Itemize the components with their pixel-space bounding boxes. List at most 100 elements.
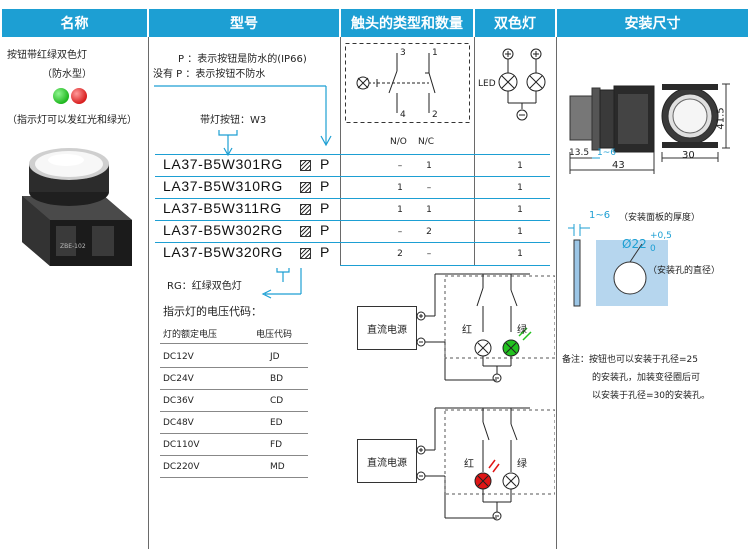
hole-desc: （安装孔的直径） (648, 266, 721, 276)
panel-drawing (568, 224, 668, 307)
model-suffix: P (320, 200, 330, 216)
hatch-icon (300, 182, 311, 193)
lamp-diagram: LED (478, 48, 546, 121)
product-note: （指示灯可以发红光和绿光） (7, 115, 137, 126)
model-suffix: P (320, 244, 330, 260)
header-contacts: 触头的类型和数量 (341, 9, 473, 37)
voltage-rating: DC24V (163, 374, 194, 384)
terminal-3: 3 (400, 48, 406, 58)
voltage-code: CD (270, 396, 284, 406)
model-lamp-value: 1 (517, 183, 523, 193)
panel-thickness-range: 1~6 (589, 210, 611, 221)
voltage-table-header: 电压代码 (256, 330, 293, 340)
column-divider (148, 37, 149, 549)
header-model: 型号 (149, 9, 339, 37)
table-line (160, 477, 308, 478)
model-lamp-value: 1 (517, 161, 523, 171)
voltage-code: MD (270, 462, 285, 472)
red-led-icon (71, 88, 87, 104)
rg-bracket (261, 268, 302, 299)
dim-13-5: 13.5 (569, 148, 590, 158)
terminal-4: 4 (400, 110, 406, 120)
hole-diameter: Ø22 (622, 237, 647, 251)
column-divider (340, 37, 341, 265)
power-box-1: 直流电源 (357, 306, 417, 350)
voltage-title: 指示灯的电压代码： (163, 305, 262, 318)
column-divider (474, 37, 475, 265)
dim-1-6: 1~6 (597, 148, 616, 158)
hatch-icon (300, 248, 311, 259)
remark-line-2: 的安装孔，加装变径圈后可 (592, 373, 701, 383)
terminal-2: 2 (432, 110, 438, 120)
w3-bracket (218, 130, 238, 157)
red-label-1: 红 (462, 325, 472, 336)
led-label: LED (478, 79, 496, 89)
voltage-code: FD (270, 440, 283, 450)
dim-30: 30 (682, 150, 695, 161)
column-divider (556, 37, 557, 549)
p-arrow (154, 85, 332, 147)
row-divider (155, 198, 550, 199)
model-suffix: P (320, 222, 330, 238)
model-nc-value: – (426, 249, 432, 259)
contact-diagram: 3 1 4 2 (345, 43, 470, 123)
hole-tolerance-top: +0,5 (650, 231, 672, 241)
model-code: LA37-B5W301RG (163, 156, 283, 172)
dim-43: 43 (612, 160, 625, 171)
model-no-value: 1 (397, 183, 403, 193)
header-name: 名称 (2, 9, 147, 37)
body-label: ZBE-102 (60, 243, 86, 250)
remark-line-3: 以安装于孔径=30的安装孔。 (592, 391, 710, 401)
row-divider (155, 176, 550, 177)
model-no-value: – (397, 161, 403, 171)
power-box-2: 直流电源 (357, 439, 417, 483)
circuit-diagram-2 (416, 407, 555, 521)
side-view-drawing (569, 83, 730, 174)
row-divider (340, 265, 550, 266)
no-column-header: N/O (390, 137, 407, 147)
voltage-code: JD (270, 352, 280, 362)
product-subtitle: （防水型） (42, 69, 92, 80)
model-no-value: 1 (397, 205, 403, 215)
model-nc-value: 1 (426, 205, 432, 215)
voltage-rating: DC12V (163, 352, 194, 362)
model-lamp-value: 1 (517, 227, 523, 237)
voltage-rating: DC220V (163, 462, 200, 472)
rg-label: RG：红绿双色灯 (167, 281, 242, 292)
product-title: 按钮带红绿双色灯 (7, 50, 87, 61)
model-no-value: – (397, 227, 403, 237)
model-suffix: P (320, 156, 330, 172)
push-button-photo: ZBE-102 (22, 148, 132, 266)
voltage-rating: DC48V (163, 418, 194, 428)
hatch-icon (300, 226, 311, 237)
model-code: LA37-B5W310RG (163, 178, 283, 194)
table-line (160, 389, 308, 390)
green-led-icon (53, 88, 69, 104)
table-line (160, 411, 308, 412)
table-line (160, 433, 308, 434)
model-nc-value: – (426, 183, 432, 193)
row-divider (155, 242, 550, 243)
model-code: LA37-B5W320RG (163, 244, 283, 260)
nc-column-header: N/C (418, 137, 435, 147)
table-line (160, 343, 308, 344)
voltage-rating: DC110V (163, 440, 200, 450)
voltage-code: BD (270, 374, 284, 384)
table-line (160, 455, 308, 456)
power-label-2: 直流电源 (367, 457, 407, 469)
model-lamp-value: 1 (517, 249, 523, 259)
row-divider (155, 154, 550, 155)
voltage-rating: DC36V (163, 396, 194, 406)
table-line (160, 367, 308, 368)
header-light: 双色灯 (475, 9, 555, 37)
green-label-1: 绿 (517, 325, 527, 336)
power-label-1: 直流电源 (367, 324, 407, 336)
hole-tolerance-bottom: 0 (650, 244, 656, 254)
model-nc-value: 1 (426, 161, 432, 171)
green-label-2: 绿 (517, 459, 527, 470)
model-no-value: 2 (397, 249, 403, 259)
model-code: LA37-B5W311RG (163, 200, 282, 216)
row-divider (155, 220, 550, 221)
legend-no-p: 没有 P ：表示按钮不防水 (153, 69, 266, 80)
lamp-button-label: 带灯按钮：W3 (200, 115, 267, 126)
